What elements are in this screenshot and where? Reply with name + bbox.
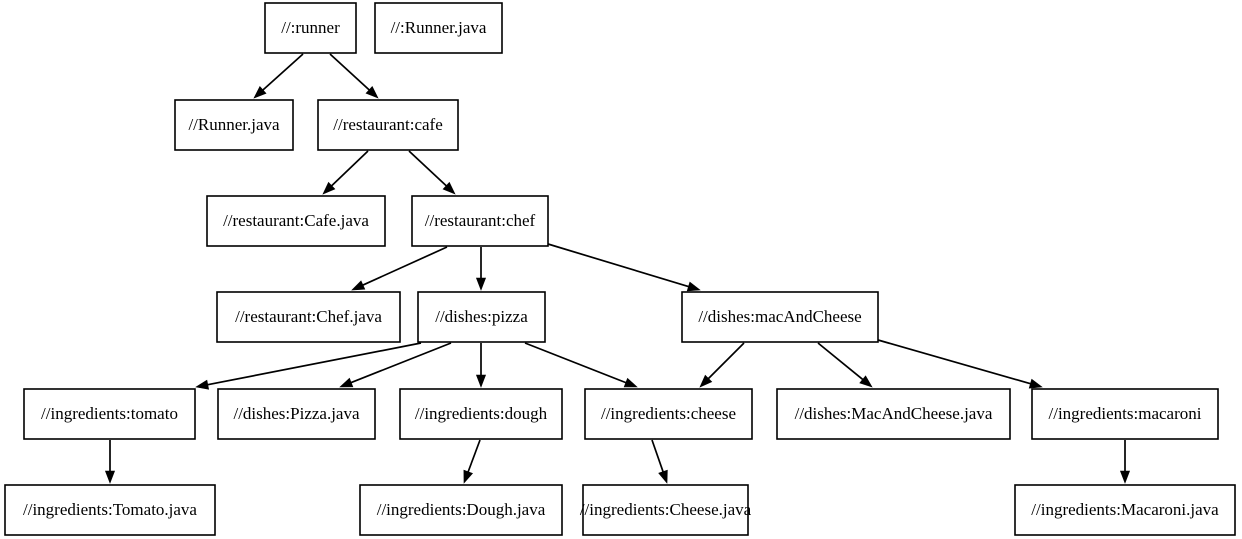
- graph-edge: [253, 53, 304, 99]
- graph-node-label: //dishes:MacAndCheese.java: [795, 404, 993, 423]
- graph-node[interactable]: //restaurant:chef: [411, 195, 549, 247]
- graph-edge: [475, 247, 487, 291]
- graph-node-label: //:Runner.java: [391, 18, 487, 37]
- graph-node-label: //ingredients:Cheese.java: [580, 500, 752, 519]
- graph-node[interactable]: //dishes:macAndCheese: [681, 291, 879, 343]
- graph-node-label: //ingredients:macaroni: [1049, 404, 1202, 423]
- graph-node[interactable]: //Runner.java: [174, 99, 294, 151]
- graph-node[interactable]: //restaurant:Cafe.java: [206, 195, 386, 247]
- graph-edge: [195, 342, 422, 390]
- graph-node[interactable]: //:runner: [264, 2, 357, 54]
- graph-node[interactable]: //ingredients:dough: [399, 388, 563, 440]
- graph-node[interactable]: //ingredients:tomato: [23, 388, 196, 440]
- graph-node[interactable]: //dishes:Pizza.java: [217, 388, 376, 440]
- graph-node-label: //restaurant:Chef.java: [235, 307, 382, 326]
- graph-edge: [351, 246, 448, 291]
- graph-edge: [524, 342, 638, 388]
- graph-edge: [817, 342, 873, 388]
- graph-edge: [329, 53, 379, 99]
- graph-node-label: //ingredients:cheese: [601, 404, 736, 423]
- graph-node[interactable]: //ingredients:cheese: [584, 388, 753, 440]
- graph-edge: [1119, 440, 1131, 484]
- graph-node[interactable]: //restaurant:Chef.java: [216, 291, 401, 343]
- graph-node-label: //ingredients:Macaroni.java: [1031, 500, 1219, 519]
- graph-edge: [104, 440, 116, 484]
- graph-node[interactable]: //:Runner.java: [374, 2, 503, 54]
- graph-node-label: //dishes:Pizza.java: [233, 404, 360, 423]
- graph-edge: [547, 243, 701, 292]
- graph-node[interactable]: //ingredients:macaroni: [1031, 388, 1219, 440]
- graph-node[interactable]: //dishes:MacAndCheese.java: [776, 388, 1011, 440]
- graph-node[interactable]: //restaurant:cafe: [317, 99, 459, 151]
- graph-node-label: //Runner.java: [188, 115, 280, 134]
- graph-edge: [339, 342, 452, 388]
- graph-node[interactable]: //dishes:pizza: [417, 291, 546, 343]
- graph-node-label: //ingredients:Dough.java: [377, 500, 546, 519]
- graph-node[interactable]: //ingredients:Tomato.java: [4, 484, 216, 536]
- graph-node-label: //restaurant:Cafe.java: [223, 211, 369, 230]
- graph-edge: [699, 342, 745, 388]
- graph-node-label: //restaurant:cafe: [333, 115, 443, 134]
- graph-node[interactable]: //ingredients:Dough.java: [359, 484, 563, 536]
- graph-edge: [877, 339, 1043, 389]
- edges-layer: [104, 53, 1131, 484]
- graph-edge: [322, 150, 369, 195]
- graph-edge: [408, 150, 456, 195]
- nodes-layer: //:runner //:Runner.java //Runner.java //re…: [4, 2, 1236, 536]
- graph-node-label: //ingredients:dough: [415, 404, 548, 423]
- graph-node-label: //dishes:macAndCheese: [698, 307, 861, 326]
- graph-edge: [651, 439, 668, 484]
- graph-node-label: //ingredients:tomato: [41, 404, 178, 423]
- graph-node-label: //:runner: [281, 18, 340, 37]
- graph-node-label: //ingredients:Tomato.java: [23, 500, 197, 519]
- graph-node-label: //restaurant:chef: [425, 211, 536, 230]
- graph-edge: [463, 439, 481, 484]
- graph-edge: [475, 343, 487, 388]
- graph-node[interactable]: //ingredients:Macaroni.java: [1014, 484, 1236, 536]
- graph-node[interactable]: //ingredients:Cheese.java: [580, 484, 752, 536]
- graph-node-label: //dishes:pizza: [435, 307, 528, 326]
